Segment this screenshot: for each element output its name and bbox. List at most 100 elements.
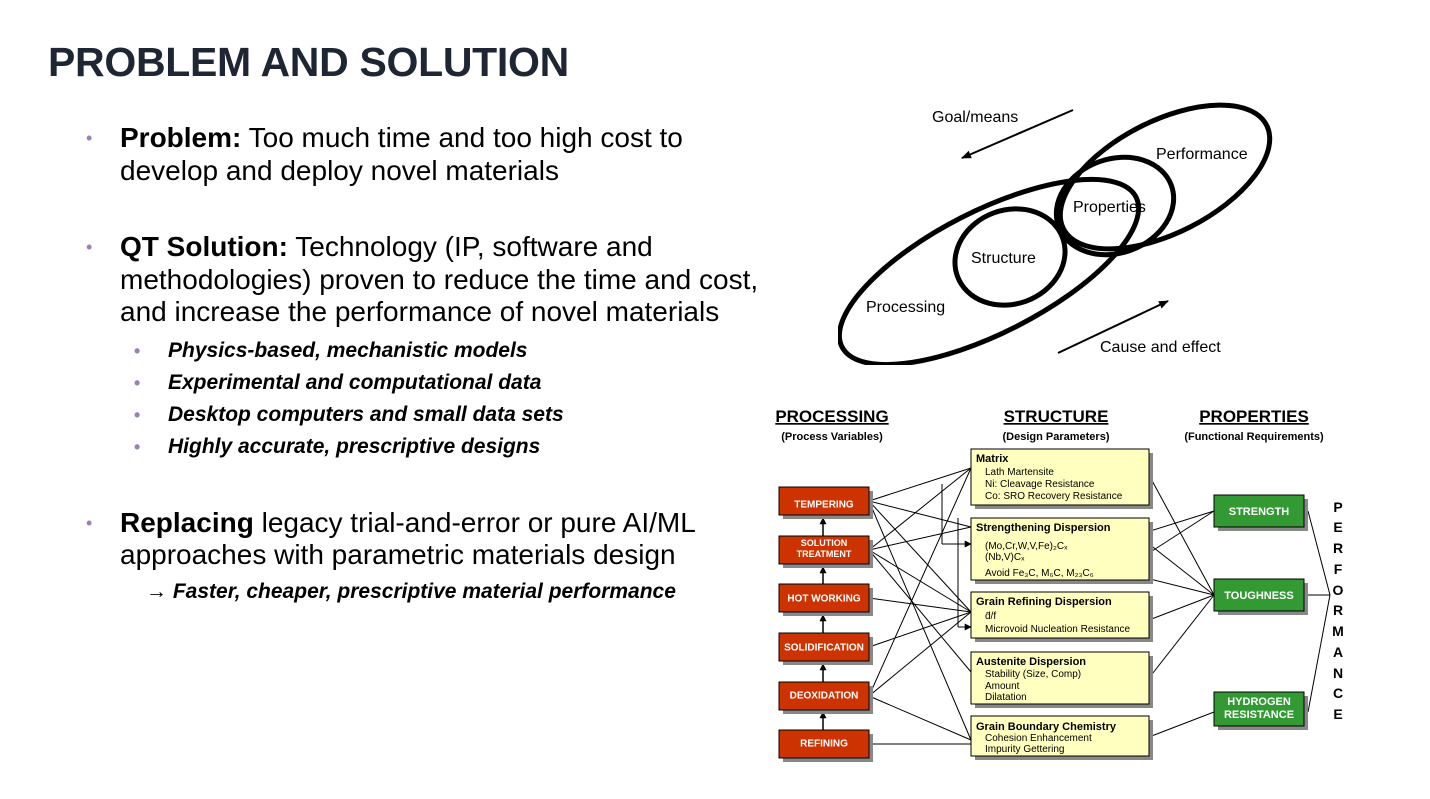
- bullet-lead: Replacing: [120, 506, 254, 538]
- flow-diagram: PROCESSING (Process Variables) STRUCTURE…: [775, 407, 1344, 762]
- svg-text:Cohesion Enhancement: Cohesion Enhancement: [985, 733, 1092, 744]
- svg-text:Ni: Cleavage Resistance: Ni: Cleavage Resistance: [985, 479, 1095, 490]
- svg-text:STRENGTH: STRENGTH: [1229, 506, 1290, 518]
- structure-boxes: Matrix Lath Martensite Ni: Cleavage Resi…: [970, 448, 1153, 760]
- structure-subheader: (Design Parameters): [1003, 431, 1110, 443]
- venn-diagram: Goal/means Processing Structure Properti…: [838, 102, 1273, 365]
- bullet-solution: • QT Solution: Technology (IP, software …: [86, 231, 766, 329]
- matrix-box: Matrix Lath Martensite Ni: Cleavage Resi…: [970, 448, 1153, 509]
- bullet-problem: • Problem: Too much time and too high co…: [86, 122, 766, 187]
- process-step-tempering: TEMPERING: [778, 486, 873, 519]
- svg-text:C: C: [1333, 685, 1343, 701]
- solution-sub-list: •Physics-based, mechanistic models •Expe…: [86, 335, 766, 463]
- bullet-text: Too much time and too high cost to devel…: [120, 122, 683, 186]
- properties-ellipse: [1053, 154, 1177, 258]
- bullet-dot: •: [86, 512, 93, 533]
- svg-text:E: E: [1333, 706, 1342, 722]
- svg-text:A: A: [1333, 644, 1343, 660]
- goal-arrow: [961, 109, 1074, 159]
- bullet-text: legacy trial-and-error or pure AI/ML app…: [120, 506, 695, 571]
- properties-header: PROPERTIES: [1199, 407, 1309, 426]
- result-arrow-text: → Faster, cheaper, prescriptive material…: [146, 579, 676, 603]
- performance-vertical: P E R F O R M A N C E: [1332, 499, 1344, 722]
- bullet-text: Technology (IP, software and methodologi…: [120, 231, 759, 327]
- property-toughness: TOUGHNESS: [1213, 578, 1308, 615]
- svg-text:DEOXIDATION: DEOXIDATION: [790, 691, 859, 702]
- processing-subheader: (Process Variables): [781, 431, 883, 443]
- bullet-dot: •: [134, 436, 141, 457]
- bullet-lead: QT Solution:: [120, 231, 288, 262]
- goal-label: Goal/means: [932, 109, 1018, 126]
- performance-ellipse: [1057, 102, 1273, 252]
- hydrogen-line-2: RESISTANCE: [1224, 709, 1294, 721]
- svg-text:O: O: [1333, 582, 1344, 598]
- structure-label: Structure: [971, 250, 1036, 267]
- svg-text:Co: SRO Recovery Resistance: Co: SRO Recovery Resistance: [985, 491, 1123, 502]
- svg-text:N: N: [1333, 665, 1343, 681]
- bullet-replacing: • Replacing legacy trial-and-error or pu…: [86, 507, 766, 609]
- svg-text:Amount: Amount: [985, 681, 1020, 692]
- hydrogen-line-1: HYDROGEN: [1227, 696, 1291, 708]
- svg-text:Dilatation: Dilatation: [985, 692, 1027, 703]
- svg-text:Avoid Fe₃C, M₆C, M₂₃C₆: Avoid Fe₃C, M₆C, M₂₃C₆: [985, 568, 1094, 579]
- svg-text:M: M: [1332, 623, 1344, 639]
- properties-subheader: (Functional Requirements): [1184, 431, 1324, 443]
- svg-text:P: P: [1333, 499, 1342, 515]
- strengthening-box: Strengthening Dispersion (Mo,Cr,W,V,Fe)₂…: [970, 517, 1153, 584]
- cause-label: Cause and effect: [1100, 339, 1221, 356]
- svg-text:Austenite Dispersion: Austenite Dispersion: [976, 656, 1086, 668]
- svg-text:R: R: [1333, 540, 1343, 556]
- svg-text:Lath Martensite: Lath Martensite: [985, 467, 1054, 478]
- connector-lines: [868, 464, 1331, 745]
- property-strength: STRENGTH: [1213, 494, 1308, 531]
- svg-text:REFINING: REFINING: [800, 739, 848, 750]
- cause-arrow: [1057, 300, 1169, 354]
- processing-label: Processing: [866, 299, 945, 316]
- svg-text:Grain Refining Dispersion: Grain Refining Dispersion: [976, 596, 1112, 608]
- bullet-dot: •: [86, 237, 93, 257]
- slide-title: PROBLEM AND SOLUTION: [48, 39, 569, 85]
- svg-text:TOUGHNESS: TOUGHNESS: [1224, 590, 1293, 602]
- process-step-solidification: SOLIDIFICATION: [778, 632, 873, 665]
- svg-text:Strengthening Dispersion: Strengthening Dispersion: [976, 522, 1111, 534]
- austenite-box: Austenite Dispersion Stability (Size, Co…: [970, 651, 1153, 708]
- process-step-deoxidation: DEOXIDATION: [778, 681, 873, 714]
- bullet-dot: •: [134, 404, 141, 425]
- processing-header: PROCESSING: [775, 407, 888, 426]
- svg-text:TEMPERING: TEMPERING: [794, 500, 854, 511]
- processing-ellipse: [838, 176, 1142, 365]
- process-step-refining: REFINING: [778, 729, 873, 762]
- sub-bullet: •Experimental and computational data: [134, 367, 766, 399]
- svg-text:F: F: [1334, 561, 1343, 577]
- sub-bullet: •Desktop computers and small data sets: [134, 399, 766, 431]
- bullet-lead: Problem:: [120, 122, 242, 153]
- svg-text:Grain Boundary Chemistry: Grain Boundary Chemistry: [976, 721, 1117, 733]
- structure-header: STRUCTURE: [1004, 407, 1109, 426]
- svg-text:Microvoid Nucleation Resistanc: Microvoid Nucleation Resistance: [985, 624, 1131, 635]
- svg-text:E: E: [1333, 519, 1342, 535]
- svg-text:d̄/f: d̄/f: [985, 611, 996, 622]
- svg-text:SOLIDIFICATION: SOLIDIFICATION: [784, 643, 864, 654]
- solution-line-1: SOLUTION: [801, 538, 848, 548]
- sub-bullet: •Highly accurate, prescriptive designs: [134, 431, 766, 463]
- svg-text:(Nb,V)Cₓ: (Nb,V)Cₓ: [985, 552, 1025, 563]
- bullet-list: • Problem: Too much time and too high co…: [86, 122, 766, 608]
- grain-refining-box: Grain Refining Dispersion d̄/f Microvoid…: [970, 591, 1153, 642]
- process-step-hot-working: HOT WORKING: [778, 583, 873, 616]
- svg-text:Matrix: Matrix: [976, 453, 1009, 465]
- properties-label: Properties: [1073, 199, 1146, 216]
- svg-text:R: R: [1333, 602, 1343, 618]
- svg-text:Stability (Size, Comp): Stability (Size, Comp): [985, 669, 1081, 680]
- solution-line-2: TREATMENT: [797, 549, 852, 559]
- svg-text:(Mo,Cr,W,V,Fe)₂Cₓ: (Mo,Cr,W,V,Fe)₂Cₓ: [985, 541, 1068, 552]
- svg-text:HOT WORKING: HOT WORKING: [787, 594, 861, 605]
- bullet-dot: •: [134, 340, 141, 361]
- svg-text:Impurity Gettering: Impurity Gettering: [985, 744, 1064, 755]
- bullet-dot: •: [134, 372, 141, 393]
